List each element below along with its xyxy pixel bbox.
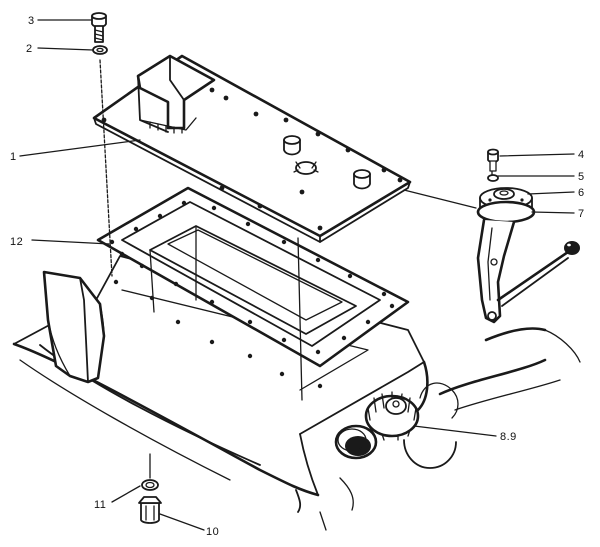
washer-2 — [92, 45, 108, 55]
filler-cap-8-9 — [364, 391, 420, 441]
callout-labels: 3 2 1 12 4 5 6 7 8.9 11 10 — [10, 15, 585, 538]
side-cover-plate — [42, 270, 106, 384]
callout-7: 7 — [578, 208, 585, 220]
callout-11: 11 — [94, 499, 106, 511]
callout-5: 5 — [578, 171, 585, 183]
drain-plug-10 — [138, 453, 162, 524]
lever-arm-7 — [476, 200, 580, 324]
callout-8-9: 8.9 — [500, 431, 517, 443]
bolt-3 — [91, 12, 107, 43]
callout-10: 10 — [206, 526, 219, 538]
gasket-12 — [96, 186, 410, 368]
callout-12: 12 — [10, 236, 23, 248]
washer-5 — [487, 174, 499, 182]
callout-6: 6 — [578, 187, 585, 199]
screw-4 — [487, 148, 499, 172]
callout-1: 1 — [10, 151, 17, 163]
leader-lines — [19, 19, 575, 531]
callout-3: 3 — [28, 15, 35, 27]
callout-4: 4 — [578, 149, 585, 161]
drain-washer-11 — [141, 479, 159, 491]
callout-2: 2 — [26, 43, 33, 55]
cover-plate-1 — [92, 54, 412, 243]
